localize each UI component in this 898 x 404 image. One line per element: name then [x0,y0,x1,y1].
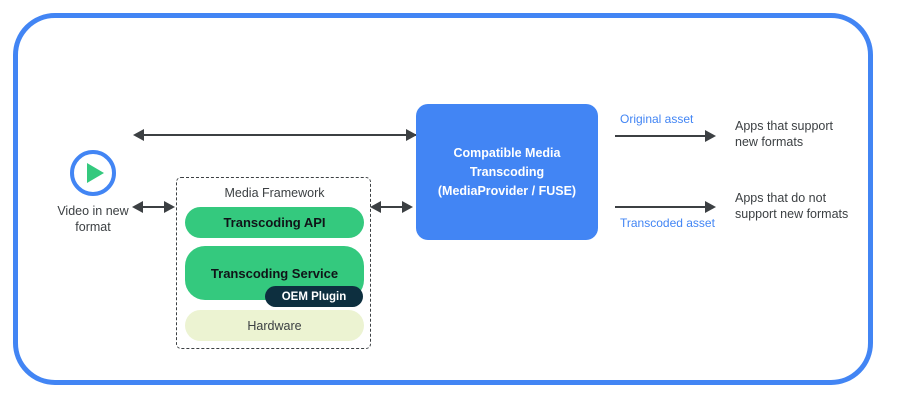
arrow-framework-to-transcoding-head-right [402,201,413,213]
arrow-transcoded-asset-head [705,201,716,213]
block-hardware: Hardware [185,310,364,341]
arrow-video-to-framework-line [143,206,169,208]
cmt-line-3: (MediaProvider / FUSE) [437,183,577,198]
arrow-framework-to-transcoding-head-left [370,201,381,213]
block-transcoding-api: Transcoding API [185,207,364,238]
cmt-line-1: Compatible Media [453,145,561,160]
compatible-media-transcoding-box: Compatible Media Transcoding (MediaProvi… [416,104,598,240]
arrow-video-to-transcoding-head-left [133,129,144,141]
arrow-video-to-transcoding-head-right [406,129,417,141]
play-triangle-shape [87,163,104,183]
label-apps-not-supporting-new-formats: Apps that do not support new formats [735,191,849,221]
arrow-framework-to-transcoding-line [381,206,407,208]
arrow-original-asset-head [705,130,716,142]
label-original-asset: Original asset [620,112,694,126]
label-transcoded-asset: Transcoded asset [620,216,715,230]
media-framework-title: Media Framework [224,186,325,200]
arrow-transcoded-asset-line [615,206,711,208]
arrow-video-to-transcoding-line [144,134,416,136]
media-framework-container: Media Framework Transcoding API Transcod… [176,177,371,349]
arrow-original-asset-line [615,135,711,137]
label-apps-supporting-new-formats: Apps that support new formats [735,119,833,149]
arrow-video-to-framework-head-right [164,201,175,213]
badge-oem-plugin: OEM Plugin [265,286,363,307]
arrow-video-to-framework-head-left [132,201,143,213]
cmt-line-2: Transcoding [469,164,545,179]
video-source-caption: Video in new format [57,204,129,234]
play-circle-icon [70,150,116,196]
